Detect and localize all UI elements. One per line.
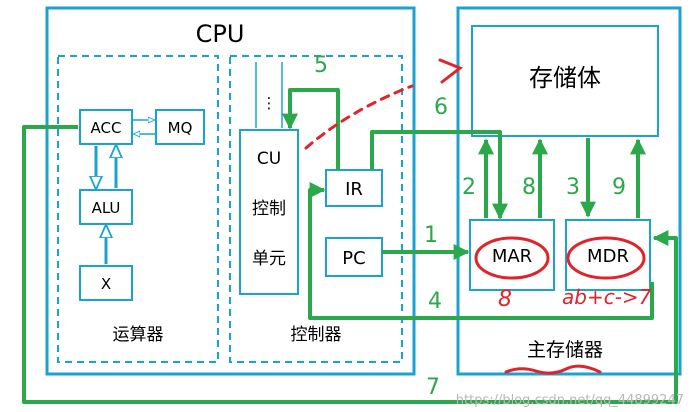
step1-label: 1 (424, 223, 438, 248)
mar-circle-annotation (474, 236, 550, 280)
cu-label-control: 控制 (252, 199, 286, 219)
memory-title-underline (504, 364, 602, 375)
step7-arrow (22, 125, 678, 404)
alu-unit (79, 189, 133, 225)
cpu-title: CPU (196, 20, 245, 48)
mq-label: MQ (168, 119, 193, 137)
main-memory-title: 主存储器 (527, 339, 603, 361)
cu-dots: ⋮ (262, 94, 277, 112)
step5-arrow (282, 88, 340, 170)
pc-register (325, 237, 383, 277)
acc-register (79, 109, 133, 145)
cu-to-memory-dashed-arrow (304, 84, 414, 150)
storage-body-label: 存储体 (529, 64, 601, 92)
alu-group (57, 55, 219, 363)
step3-label: 3 (566, 175, 580, 200)
x-register (79, 265, 133, 301)
mar-note: 8 (498, 287, 512, 312)
alu-group-label: 运算器 (113, 325, 164, 345)
step7-label: 7 (426, 375, 440, 400)
step2-label: 2 (462, 175, 476, 200)
mq-register (155, 109, 205, 145)
x-label: X (101, 275, 111, 293)
mdr-label: MDR (587, 246, 629, 267)
step4-label: 4 (428, 289, 442, 314)
alu-label: ALU (92, 199, 121, 217)
watermark: https://blog.csdn.net/qq_44899247 (456, 393, 684, 408)
control-group (229, 55, 403, 363)
acc-label: ACC (91, 119, 122, 137)
control-group-label: 控制器 (291, 325, 342, 345)
step4-arrow (308, 182, 654, 320)
cu-label: CU (257, 149, 281, 169)
ir-label: IR (345, 179, 363, 200)
cu-unit (239, 129, 299, 295)
step6-label: 6 (434, 95, 448, 120)
step8-label: 8 (522, 175, 536, 200)
mdr-circle-annotation (566, 236, 646, 280)
cu-label-unit: 单元 (252, 249, 286, 269)
dashed-arrow-head (438, 58, 463, 84)
mdr-note: ab+c->7 (562, 285, 652, 309)
step9-label: 9 (612, 175, 626, 200)
step5-label: 5 (314, 53, 328, 78)
step6-arrow (370, 130, 508, 220)
mar-label: MAR (492, 246, 532, 267)
storage-body (471, 25, 659, 137)
pc-label: PC (342, 248, 365, 269)
ir-register (325, 169, 383, 207)
